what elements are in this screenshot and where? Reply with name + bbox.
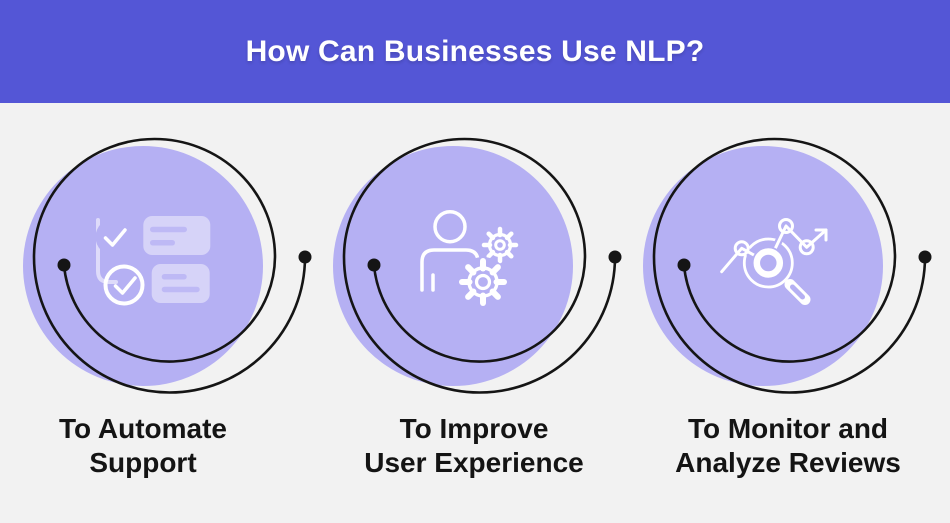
lavender-circle xyxy=(333,146,573,386)
spiral-arc xyxy=(342,137,617,394)
item-graphic-2 xyxy=(333,137,622,394)
label-line: User Experience xyxy=(364,447,584,478)
item-automate-support xyxy=(10,116,330,426)
label-line: To Monitor and xyxy=(687,413,889,444)
checklist-icon xyxy=(95,216,211,306)
label-monitor-reviews: To Monitor and Analyze Reviews xyxy=(638,412,938,480)
arc-end-dot xyxy=(298,250,312,264)
label-line: Support xyxy=(89,447,197,478)
arc-end-dot xyxy=(918,250,932,264)
arc-start-dot xyxy=(367,258,381,272)
user-gears-icon xyxy=(420,209,520,307)
label-automate-support: To Automate Support xyxy=(0,412,286,480)
arrow-head xyxy=(814,228,828,242)
analytics-magnifier-icon xyxy=(718,218,829,305)
spiral-arc xyxy=(32,137,307,394)
arc-start-dot xyxy=(677,258,691,272)
item-graphic-3 xyxy=(643,137,932,394)
lavender-circle xyxy=(23,146,263,386)
spiral-arc xyxy=(652,137,927,394)
item-monitor-reviews xyxy=(630,116,950,426)
page-title: How Can Businesses Use NLP? xyxy=(245,34,705,68)
arc-start-dot xyxy=(57,258,71,272)
item-graphic-1 xyxy=(23,137,312,394)
header-banner: How Can Businesses Use NLP? xyxy=(0,0,950,103)
label-line: To Automate xyxy=(59,413,227,444)
arc-end-dot xyxy=(608,250,622,264)
label-line: Analyze Reviews xyxy=(675,447,901,478)
label-improve-ux: To Improve User Experience xyxy=(324,412,624,480)
item-improve-ux xyxy=(320,116,640,426)
label-line: To Improve xyxy=(399,413,549,444)
